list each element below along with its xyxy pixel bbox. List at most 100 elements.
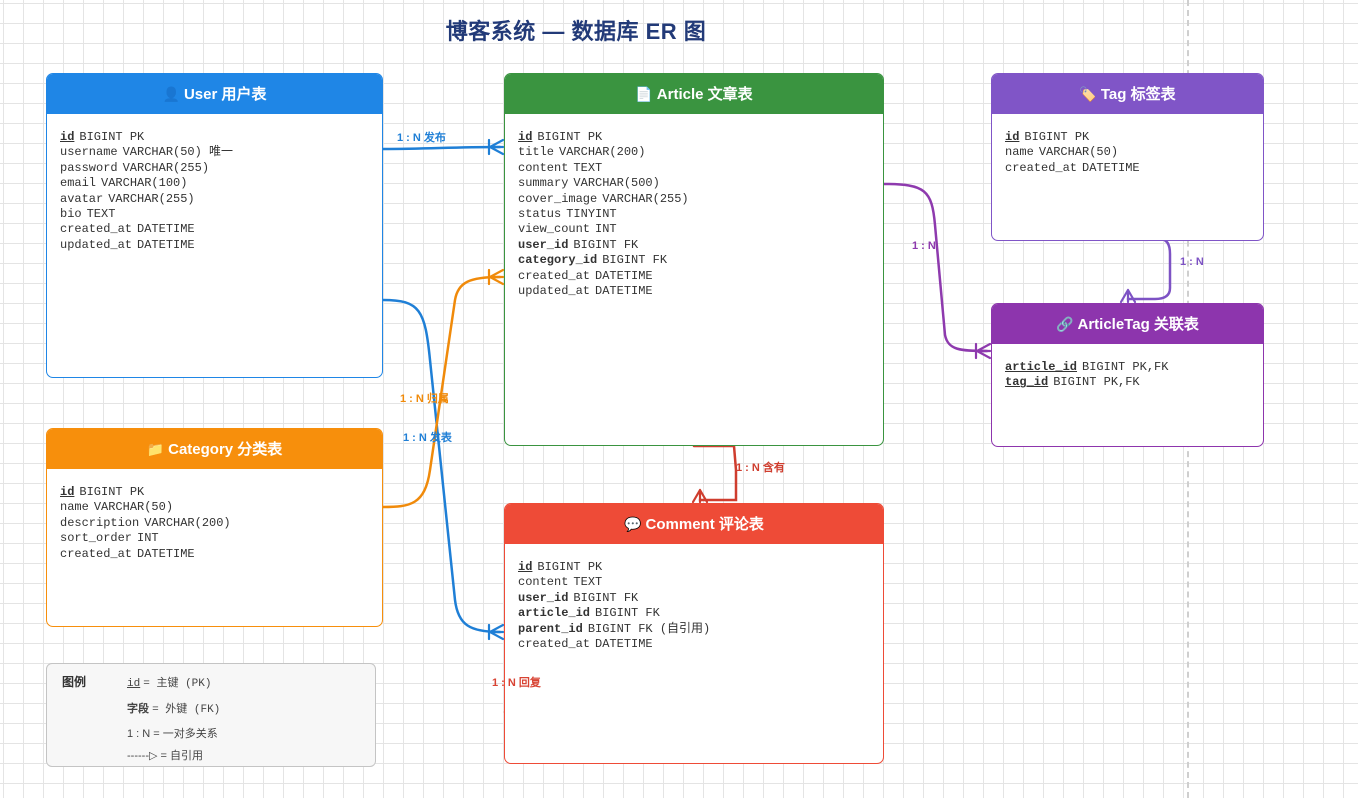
crows-foot-marker — [1119, 288, 1137, 304]
legend-fk-sample: 字段 — [127, 703, 149, 715]
legend-title: 图例 — [62, 675, 87, 689]
field-name: tag_id — [1005, 375, 1049, 390]
field-type: TEXT — [573, 160, 603, 175]
field-type: VARCHAR(255) — [108, 191, 195, 206]
field-name: updated_at — [518, 284, 591, 299]
field-name: password — [60, 160, 118, 175]
table-header: 👤User 用户表 — [47, 74, 382, 114]
field-type: TINYINT — [566, 207, 617, 222]
field-type: BIGINT PK — [537, 130, 603, 144]
field-name: id — [1005, 130, 1020, 144]
field-type: DATETIME — [1082, 160, 1140, 175]
field-type: VARCHAR(255) — [122, 160, 210, 175]
relation-line — [381, 298, 502, 634]
field-row: password VARCHAR(255) — [60, 161, 382, 176]
field-type: INT — [595, 222, 617, 237]
field-type: DATETIME — [137, 546, 195, 561]
field-row: id BIGINT PK — [1005, 130, 1263, 145]
field-type: DATETIME — [137, 237, 195, 252]
table-header: 🏷️Tag 标签表 — [992, 74, 1263, 114]
field-type: VARCHAR(255) — [602, 191, 689, 206]
field-row: tag_id BIGINT PK,FK — [1005, 375, 1263, 390]
field-type: VARCHAR(50) — [93, 500, 174, 515]
legend: 图例 id = 主键 (PK) 字段 = 外键 (FK) 1 : N = 一对多… — [46, 663, 376, 767]
field-type: VARCHAR(50) 唯一 — [122, 145, 234, 160]
table-header: 🔗ArticleTag 关联表 — [992, 304, 1263, 344]
field-name: cover_image — [518, 191, 598, 206]
relation-label: 1 : N — [1180, 256, 1204, 268]
table-name: Category 分类表 — [168, 441, 283, 458]
field-type: VARCHAR(200) — [559, 145, 646, 160]
field-name: id — [518, 560, 533, 574]
legend-fk: 字段 = 外键 (FK) — [127, 700, 220, 716]
field-name: title — [518, 145, 555, 160]
field-name: user_id — [518, 237, 569, 252]
relation-label: 1 : N — [912, 240, 936, 252]
field-name: article_id — [518, 606, 591, 621]
field-type: BIGINT PK,FK — [1053, 375, 1140, 390]
document-icon: 📄 — [635, 86, 653, 102]
field-name: status — [518, 207, 562, 222]
legend-pk-desc: = 主键 (PK) — [143, 678, 212, 690]
relation-label: 1 : N 发布 — [397, 132, 446, 144]
field-type: BIGINT FK — [573, 590, 639, 605]
field-row: cover_image VARCHAR(255) — [518, 192, 883, 207]
field-type: DATETIME — [137, 222, 195, 237]
field-name: article_id — [1005, 360, 1078, 374]
table-header: 📄Article 文章表 — [505, 74, 883, 114]
field-row: id BIGINT PK — [518, 130, 883, 145]
legend-pk: id = 主键 (PK) — [127, 674, 211, 690]
field-type: BIGINT PK — [79, 485, 145, 499]
field-name: username — [60, 145, 118, 160]
field-row: username VARCHAR(50) 唯一 — [60, 145, 382, 160]
field-type: DATETIME — [595, 284, 653, 299]
relation-label: 1 : N 发表 — [403, 432, 452, 444]
table-header: 📁Category 分类表 — [47, 429, 382, 469]
field-name: content — [518, 160, 569, 175]
field-type: VARCHAR(500) — [573, 176, 660, 191]
field-name: created_at — [518, 268, 591, 283]
relation-line — [692, 444, 738, 502]
legend-self-ref: ------▷ = 自引用 — [127, 750, 203, 762]
crows-foot-marker — [487, 268, 505, 286]
field-type: BIGINT FK — [595, 606, 660, 621]
diagram-title: 博客系统 — 数据库 ER 图 — [445, 19, 707, 44]
field-type: BIGINT PK — [79, 130, 145, 144]
field-type: VARCHAR(50) — [1038, 145, 1119, 160]
field-type: BIGINT PK — [1024, 130, 1090, 144]
field-name: id — [518, 130, 533, 144]
field-type: DATETIME — [595, 268, 653, 283]
field-row: status TINYINT — [518, 207, 883, 222]
crows-foot-marker — [974, 342, 992, 360]
field-name: updated_at — [60, 237, 133, 252]
relation-label: 1 : N 回复 — [492, 677, 541, 689]
crows-foot-marker — [691, 488, 709, 504]
legend-fk-desc: = 外键 (FK) — [152, 704, 221, 716]
table-name: Article 文章表 — [656, 86, 753, 103]
